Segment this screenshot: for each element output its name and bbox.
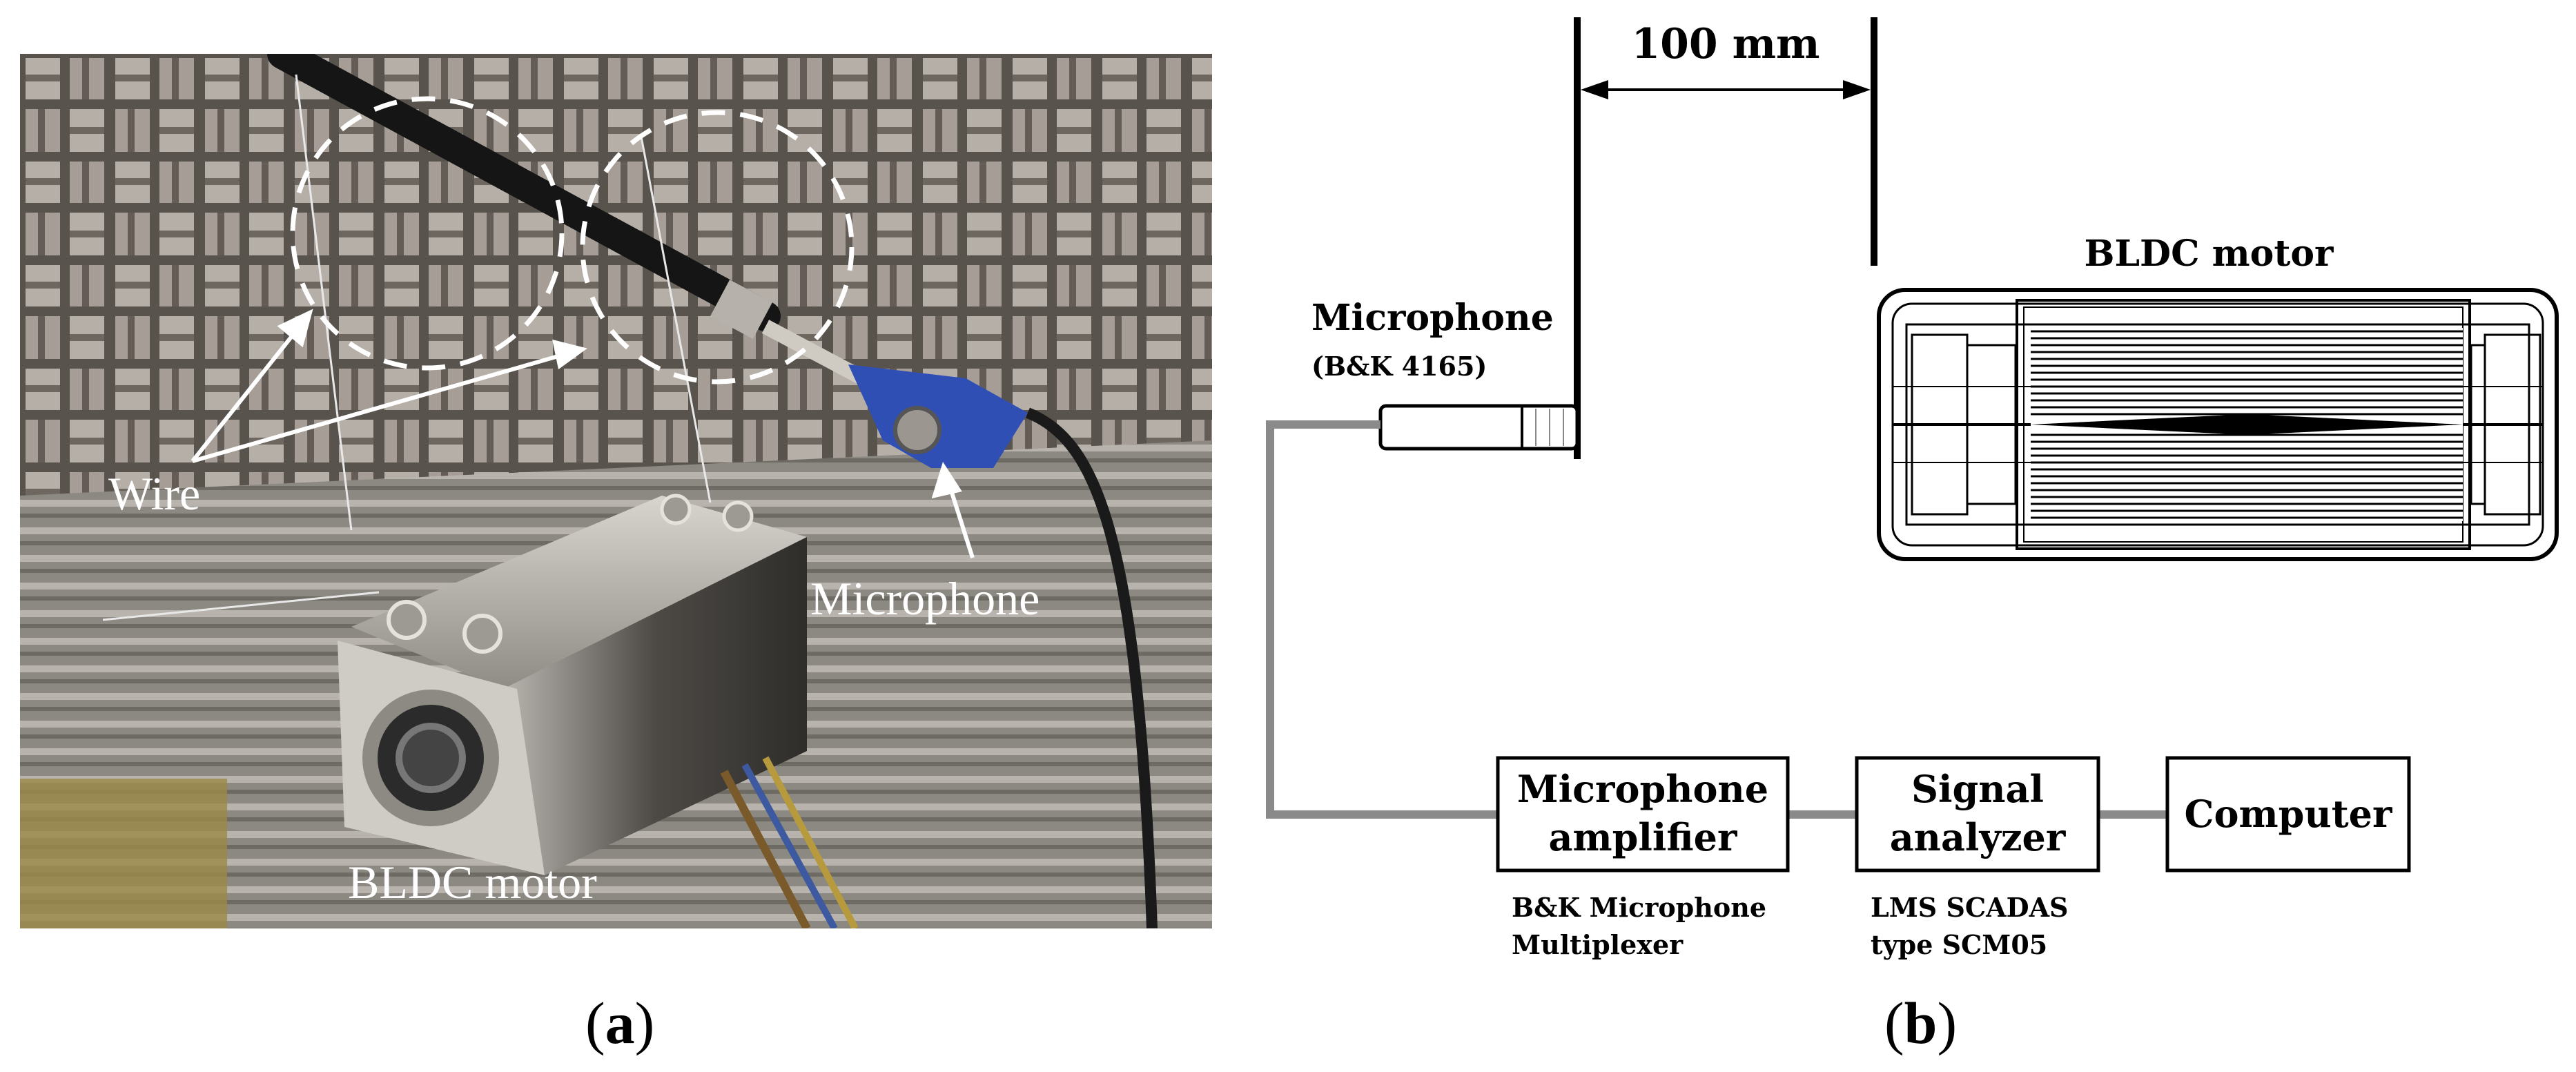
block-signal-analyzer: Signal analyzer LMS SCADAS type SCM05: [1855, 756, 2100, 960]
block-caption-line1: LMS SCADAS: [1871, 892, 2069, 923]
microphone-cable: [1026, 407, 1158, 928]
wire-highlight-circle-left: [290, 96, 565, 371]
distance-dimension-arrow: [1581, 80, 1871, 99]
block-title-line1: Signal: [1911, 767, 2044, 811]
signal-cables: [1266, 420, 2167, 819]
microphone-holder: [848, 364, 1028, 468]
photo-illustration: Wire Microphone BLDC motor: [20, 54, 1212, 928]
wire-label: Wire: [108, 467, 200, 520]
block-caption-line2: type SCM05: [1871, 929, 2047, 960]
wire-highlight-circle-right: [580, 110, 855, 384]
motor-title: BLDC motor: [2085, 233, 2334, 275]
microphone-arrow: [931, 461, 975, 558]
block-microphone-amplifier: Microphone amplifier B&K Microphone Mult…: [1496, 756, 1790, 960]
distance-label: 100 mm: [1631, 20, 1819, 68]
block-computer: Computer: [2165, 756, 2411, 873]
bldc-motor-photo: [338, 494, 859, 928]
microphone-label: Microphone: [810, 572, 1040, 625]
microphone-model: (B&K 4165): [1311, 351, 1487, 382]
panel-b-label: (b): [1884, 990, 1958, 1056]
microphone-title: Microphone: [1311, 297, 1554, 339]
motor-label: BLDC motor: [348, 856, 597, 908]
block-title-line2: amplifier: [1549, 815, 1738, 859]
boom-rod: [267, 54, 781, 331]
block-title-line1: Computer: [2185, 792, 2392, 836]
block-caption-line1: B&K Microphone: [1512, 892, 1766, 923]
wire-arrows: [191, 309, 587, 463]
motor-windings: [2031, 328, 2463, 521]
block-title-line1: Microphone: [1517, 767, 1768, 811]
experiment-photo: Wire Microphone BLDC motor: [20, 54, 1212, 928]
block-title-line2: analyzer: [1890, 815, 2066, 859]
panel-a-label: (a): [585, 990, 655, 1056]
microphone-symbol: [1378, 404, 1579, 451]
block-caption-line2: Multiplexer: [1512, 929, 1684, 960]
